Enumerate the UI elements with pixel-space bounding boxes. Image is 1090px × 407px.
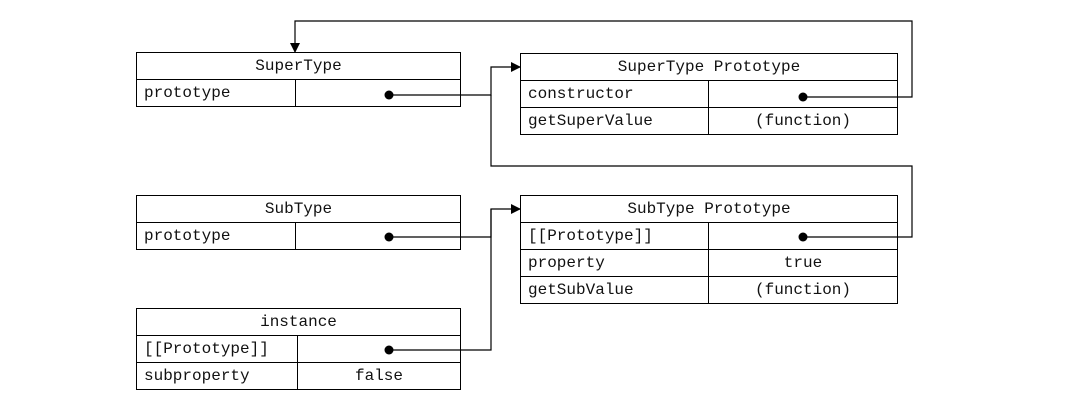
instance-title: instance	[136, 308, 461, 336]
instance-table: instance [[Prototype]] subproperty false	[136, 308, 461, 390]
constructor-pointer	[708, 80, 898, 108]
subproperty-key: subproperty	[136, 362, 298, 390]
subproperty-value: false	[297, 362, 461, 390]
subtype-proto-prototype-pointer	[708, 222, 898, 250]
getsupervalue-key: getSuperValue	[520, 107, 709, 135]
subtype-prototype-key: prototype	[136, 222, 296, 250]
property-key: property	[520, 249, 709, 277]
subtype-prototype-pointer	[295, 222, 461, 250]
property-value: true	[708, 249, 898, 277]
supertype-prototype-pointer	[295, 79, 461, 107]
getsubvalue-value: (function)	[708, 276, 898, 304]
instance-prototype-pointer	[297, 335, 461, 363]
constructor-key: constructor	[520, 80, 709, 108]
getsupervalue-value: (function)	[708, 107, 898, 135]
subtype-table: SubType prototype	[136, 195, 461, 250]
subtype-prototype-title: SubType Prototype	[520, 195, 898, 223]
subtype-proto-prototype-key: [[Prototype]]	[520, 222, 709, 250]
supertype-prototype-title: SuperType Prototype	[520, 53, 898, 81]
subtype-title: SubType	[136, 195, 461, 223]
supertype-table: SuperType prototype	[136, 52, 461, 107]
supertype-prototype-table: SuperType Prototype constructor getSuper…	[520, 53, 898, 135]
subtype-prototype-table: SubType Prototype [[Prototype]] property…	[520, 195, 898, 304]
supertype-title: SuperType	[136, 52, 461, 80]
getsubvalue-key: getSubValue	[520, 276, 709, 304]
supertype-prototype-key: prototype	[136, 79, 296, 107]
instance-prototype-key: [[Prototype]]	[136, 335, 298, 363]
